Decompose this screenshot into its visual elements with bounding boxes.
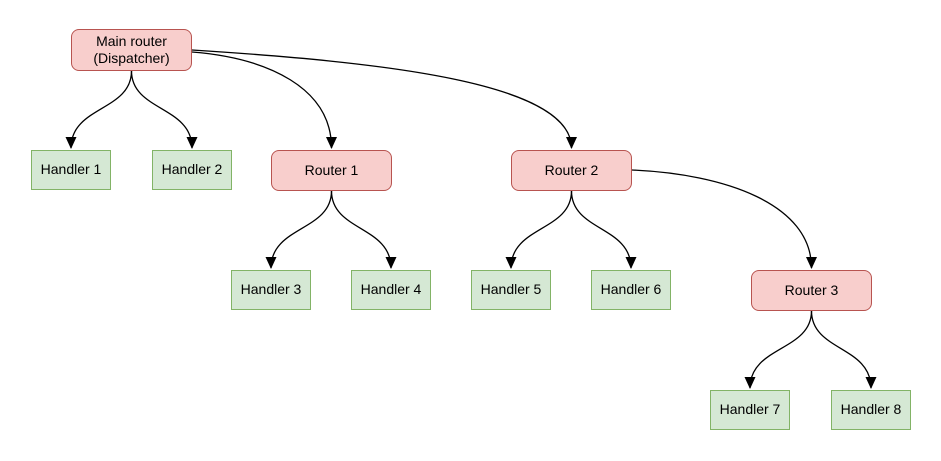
node-handler-5: Handler 5 [471, 270, 551, 310]
node-router-2: Router 2 [511, 150, 632, 191]
edge-main-router-to-handler-1 [65, 70, 133, 149]
edge-router-1-to-handler-4 [330, 190, 397, 269]
node-router-3: Router 3 [751, 270, 872, 311]
edge-router-2-to-handler-6 [570, 190, 637, 269]
node-handler-1: Handler 1 [31, 150, 111, 190]
edge-main-router-to-router-2 [191, 49, 577, 149]
node-handler-6: Handler 6 [591, 270, 671, 310]
edge-router-3-to-handler-7 [744, 310, 813, 389]
node-handler-3: Handler 3 [231, 270, 311, 310]
edge-router-3-to-handler-8 [810, 310, 877, 389]
edge-main-router-to-router-1 [191, 51, 337, 149]
node-handler-7: Handler 7 [710, 390, 790, 430]
node-handler-4: Handler 4 [351, 270, 431, 310]
node-handler-2: Handler 2 [152, 150, 232, 190]
edge-router-1-to-handler-3 [265, 190, 333, 269]
edge-router-2-to-router-3 [631, 169, 817, 269]
node-main-router: Main router (Dispatcher) [71, 29, 192, 71]
node-router-1: Router 1 [271, 150, 392, 191]
edge-main-router-to-handler-2 [130, 70, 198, 149]
node-handler-8: Handler 8 [831, 390, 911, 430]
edge-router-2-to-handler-5 [505, 190, 573, 269]
